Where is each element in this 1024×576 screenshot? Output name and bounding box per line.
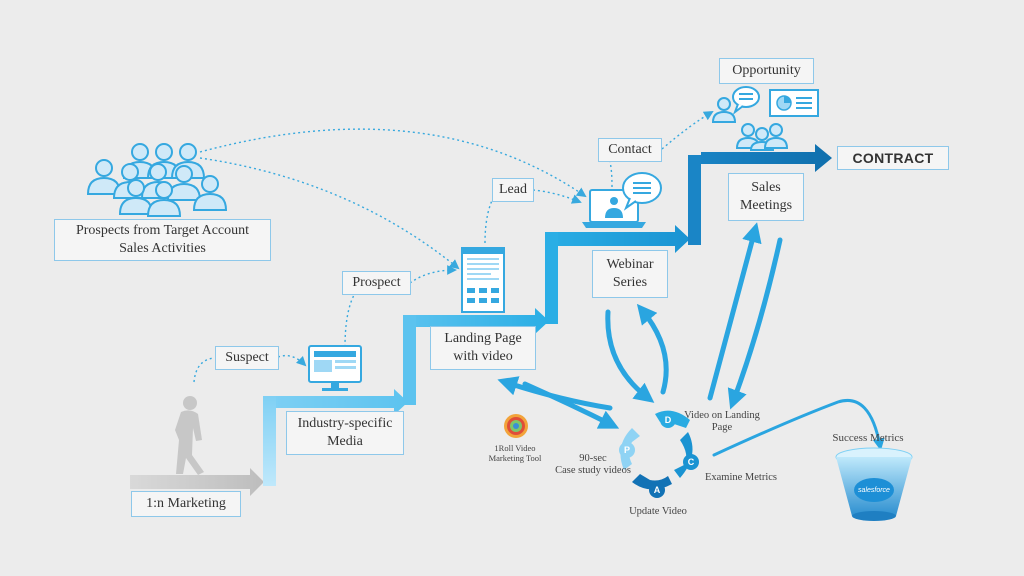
flow-arrows (497, 222, 885, 457)
contact-label: Contact (608, 142, 652, 157)
cycle-letter-c: C (687, 457, 695, 467)
landing-page-icon (461, 247, 505, 313)
video-on-landing-label: Video on Landing Page (684, 410, 760, 433)
lead-label: Lead (499, 182, 527, 197)
stage-contract: CONTRACT (837, 146, 949, 170)
contact-label-box: Contact (598, 138, 662, 162)
stage-1n-marketing-label: 1:n Marketing (146, 496, 226, 511)
1roll-logo-icon (504, 414, 528, 438)
webinar-laptop-icon (582, 172, 662, 228)
pdca-cycle (619, 410, 699, 498)
prospect-label: Prospect (352, 275, 401, 290)
stage-sales-meetings-label: Sales Meetings (739, 180, 793, 213)
prospects-label: Prospects from Target Account Sales Acti… (75, 223, 250, 256)
opportunity-label: Opportunity (732, 63, 801, 78)
stage-contract-label: CONTRACT (852, 150, 934, 166)
opportunity-label-box: Opportunity (719, 58, 814, 84)
stage-1n-marketing: 1:n Marketing (131, 491, 241, 517)
salesforce-logo-text: salesforce (858, 487, 890, 494)
opportunity-people-icon (711, 86, 819, 151)
cycle-letter-d: D (664, 415, 672, 425)
staircase (130, 144, 832, 496)
prospects-label-box: Prospects from Target Account Sales Acti… (54, 219, 271, 261)
lead-label-box: Lead (492, 178, 534, 202)
stage-landing-page-label: Landing Page with video (444, 331, 522, 364)
suspect-label: Suspect (225, 350, 269, 365)
walking-person-icon (175, 396, 204, 475)
1roll-tool-label: 1Roll Video Marketing Tool (488, 443, 542, 463)
examine-metrics-label: Examine Metrics (704, 472, 778, 483)
case-study-label: 90-sec Case study videos (555, 453, 631, 476)
stage-webinar-series-label: Webinar Series (606, 257, 654, 290)
stage-industry-media: Industry-specific Media (286, 411, 404, 455)
success-metrics-label: Success Metrics (832, 432, 904, 444)
people-crowd-icon (86, 143, 228, 217)
suspect-label-box: Suspect (215, 346, 279, 370)
stage-webinar-series: Webinar Series (592, 250, 668, 298)
cycle-letter-a: A (653, 485, 661, 495)
stage-landing-page: Landing Page with video (430, 326, 536, 370)
update-video-label: Update Video (629, 506, 687, 517)
prospect-label-box: Prospect (342, 271, 411, 295)
stage-industry-media-label: Industry-specific Media (297, 416, 393, 449)
monitor-icon (308, 345, 362, 391)
cycle-letter-p: P (623, 445, 630, 455)
stage-sales-meetings: Sales Meetings (728, 173, 804, 221)
salesforce-funnel-icon (835, 447, 913, 521)
